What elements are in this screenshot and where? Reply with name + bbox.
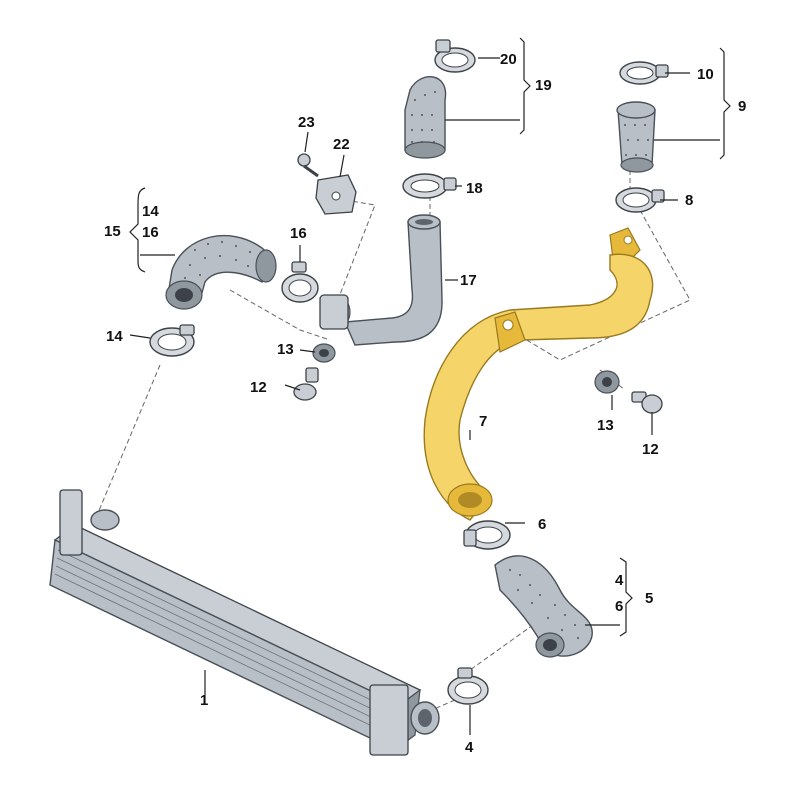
label-part-16-brace: 16 [142,224,159,241]
pipe-part-17 [319,214,443,346]
lower-hose-part-5 [494,555,593,658]
clamp-part-18 [402,173,457,199]
clamp-part-16 [281,261,319,303]
label-part-4-brace: 4 [615,572,624,589]
clamp-part-8 [615,187,665,213]
label-part-6-brace: 6 [615,598,623,615]
bolt-part-23 [297,153,319,178]
label-part-13-right: 13 [597,417,614,434]
hose-part-15 [165,235,277,310]
label-part-22: 22 [333,136,350,153]
label-part-12-left: 12 [250,379,267,396]
label-part-6: 6 [538,516,546,533]
hose-part-19 [404,76,447,159]
hose-part-9 [616,101,656,173]
label-part-20: 20 [500,51,517,68]
clamp-part-10 [619,61,669,85]
grommet-part-13-right [594,370,620,394]
label-part-9: 9 [738,98,746,115]
bolt-part-12-right [631,391,663,414]
bolt-part-12-left [293,367,319,401]
label-part-13-left: 13 [277,341,294,358]
braces [129,37,731,637]
label-part-4-clamp: 4 [465,739,474,756]
label-part-16-clamp: 16 [290,225,307,242]
label-part-15: 15 [104,223,121,240]
charge-pipe-part-7 [423,227,654,521]
label-part-14-clamp: 14 [106,328,123,345]
label-part-5: 5 [645,590,653,607]
bracket-part-22 [315,174,357,215]
label-part-12-right: 12 [642,441,659,458]
label-part-19: 19 [535,77,552,94]
label-part-17: 17 [460,272,477,289]
label-part-14-brace: 14 [142,203,159,220]
label-part-18: 18 [466,180,483,197]
part-labels: 1 4 4 5 6 6 7 8 9 10 12 12 13 13 14 14 1… [104,51,746,756]
clamp-part-4 [447,667,489,705]
clamp-part-20 [434,39,476,73]
label-part-8: 8 [685,192,693,209]
label-part-23: 23 [298,114,315,131]
label-part-10: 10 [697,66,714,83]
label-part-1: 1 [200,692,208,709]
clamp-part-6 [463,520,511,550]
leader-lines [129,57,720,735]
grommet-part-13-left [312,343,336,363]
clamp-part-14 [149,324,195,357]
label-part-7: 7 [479,413,487,430]
intercooler-part-1 [49,489,440,756]
